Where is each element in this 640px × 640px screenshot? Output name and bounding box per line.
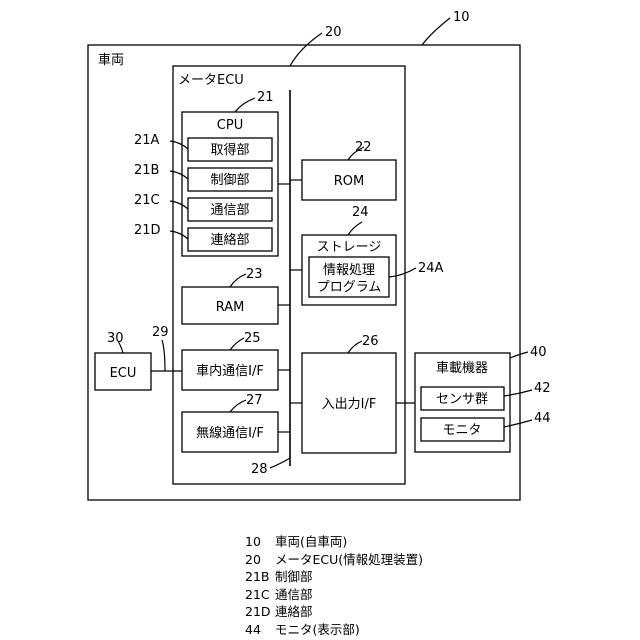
wireless-if-ref: 27: [246, 393, 263, 408]
ram-label: RAM: [216, 300, 245, 315]
legend-number: 21D: [245, 603, 275, 621]
ecu-label: ECU: [110, 366, 137, 381]
io-if-label: 入出力I/F: [322, 397, 377, 412]
rom-label: ROM: [334, 174, 364, 189]
legend-item: 21D連絡部: [245, 603, 423, 621]
rom-ref: 22: [355, 140, 372, 155]
control-unit-ref: 21B: [134, 163, 159, 178]
legend-text: 通信部: [275, 587, 313, 602]
meter-ecu-ref: 20: [325, 25, 342, 40]
reference-legend: 10車両(自車両) 20メータECU(情報処理装置) 21B制御部 21C通信部…: [245, 533, 423, 638]
program-label-line1: 情報処理: [323, 263, 375, 278]
legend-item: 21B制御部: [245, 568, 423, 586]
in-vehicle-if-label: 車内通信I/F: [196, 363, 264, 379]
legend-item: 10車両(自車両): [245, 533, 423, 551]
legend-item: 20メータECU(情報処理装置): [245, 551, 423, 569]
legend-text: モニタ(表示部): [275, 622, 360, 637]
storage-label: ストレージ: [317, 240, 382, 255]
contact-unit-label: 連絡部: [210, 232, 249, 248]
wireless-if-label: 無線通信I/F: [196, 425, 264, 441]
cpu-ref: 21: [257, 90, 274, 105]
ecu-ref: 30: [107, 331, 124, 346]
acquisition-unit-ref: 21A: [134, 133, 160, 148]
legend-number: 44: [245, 621, 275, 639]
meter-ecu-label: メータECU: [178, 73, 244, 88]
legend-number: 10: [245, 533, 275, 551]
program-ref: 24A: [418, 261, 444, 276]
contact-unit-ref: 21D: [134, 223, 161, 238]
monitor-label: モニタ: [442, 423, 481, 438]
legend-text: 制御部: [275, 569, 313, 584]
program-label-line2: プログラム: [317, 280, 382, 295]
sensors-ref: 42: [534, 381, 551, 396]
sensors-label: センサ群: [436, 392, 488, 407]
vehicle-ref: 10: [453, 10, 470, 25]
bus-ref: 28: [251, 462, 268, 477]
legend-text: 車両(自車両): [275, 534, 347, 549]
block-diagram: 車両 10 メータECU 20 28 CPU 21 取得部 21A 制御部 21…: [0, 0, 640, 530]
legend-item: 21C通信部: [245, 586, 423, 604]
in-vehicle-if-ref: 25: [244, 331, 261, 346]
legend-number: 21C: [245, 586, 275, 604]
legend-number: 21B: [245, 568, 275, 586]
storage-ref: 24: [352, 205, 369, 220]
vehicle-ref-leader: [422, 18, 450, 45]
legend-item: 44モニタ(表示部): [245, 621, 423, 639]
ecu-link-ref: 29: [152, 325, 169, 340]
cpu-label: CPU: [217, 118, 243, 133]
legend-number: 20: [245, 551, 275, 569]
onboard-equipment-ref: 40: [530, 345, 547, 360]
onboard-equipment-label: 車載機器: [436, 361, 488, 376]
legend-text: 連絡部: [275, 604, 313, 619]
legend-text: メータECU(情報処理装置): [275, 552, 423, 567]
acquisition-unit-label: 取得部: [210, 142, 249, 158]
monitor-ref: 44: [534, 411, 551, 426]
control-unit-label: 制御部: [210, 173, 249, 188]
ram-ref: 23: [246, 267, 263, 282]
communication-unit-ref: 21C: [134, 193, 160, 208]
io-if-ref: 26: [362, 334, 379, 349]
vehicle-label: 車両: [98, 53, 124, 68]
communication-unit-label: 通信部: [210, 203, 249, 218]
